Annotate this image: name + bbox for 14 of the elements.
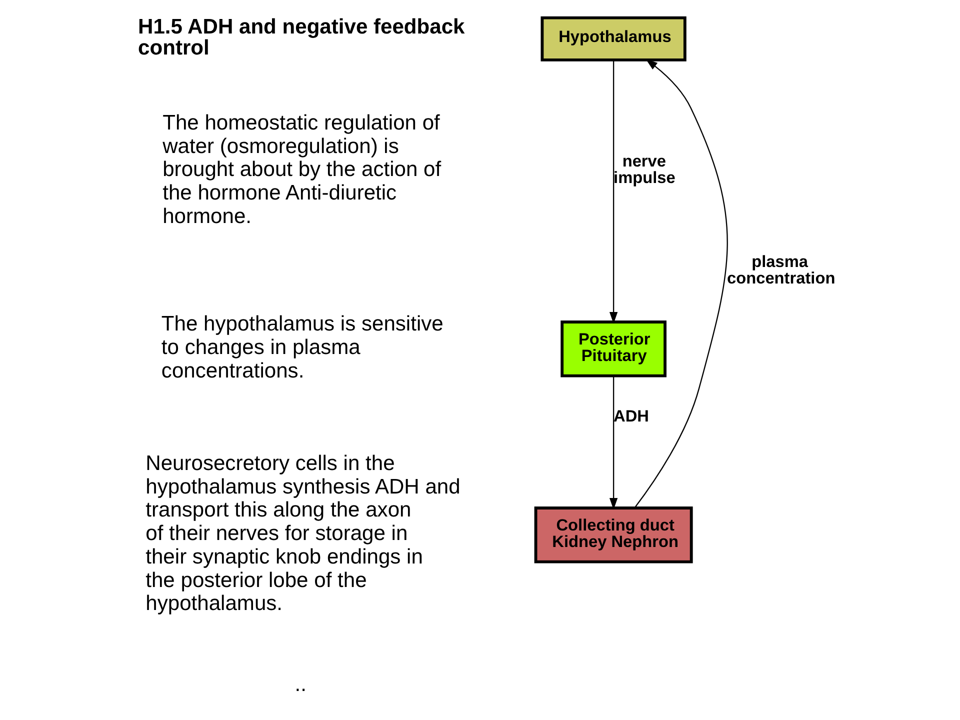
edge-label: nerve impulse	[613, 152, 675, 188]
label: ..	[294, 672, 306, 696]
edge-label: ADH	[613, 408, 649, 426]
label: The hypothalamus is sensitive to changes in plasma concentrations.	[160, 312, 443, 382]
arrow	[634, 59, 728, 508]
arrow	[608, 60, 618, 324]
node-box: Collecting duct Kidney Nephron	[534, 506, 692, 564]
edge-label: plasma concentration	[726, 253, 835, 288]
arrow	[608, 376, 618, 510]
node-box: Hypothalamus	[540, 16, 686, 62]
label: The homeostatic regulation of water (osmoregulation) is brought about by the action of the hormone Anti-diuretic hormone.	[162, 111, 441, 228]
node-box: Posterior Pituitary	[560, 320, 666, 378]
label: Neurosecretory cells in the hypothalamus synthesis ADH and transport this along the axon of their nerves for storage in their synaptic knob endings in the posterior lobe of the hypothalamus.	[145, 452, 460, 616]
label: H1.5 ADH and negative feedback control	[138, 16, 464, 60]
